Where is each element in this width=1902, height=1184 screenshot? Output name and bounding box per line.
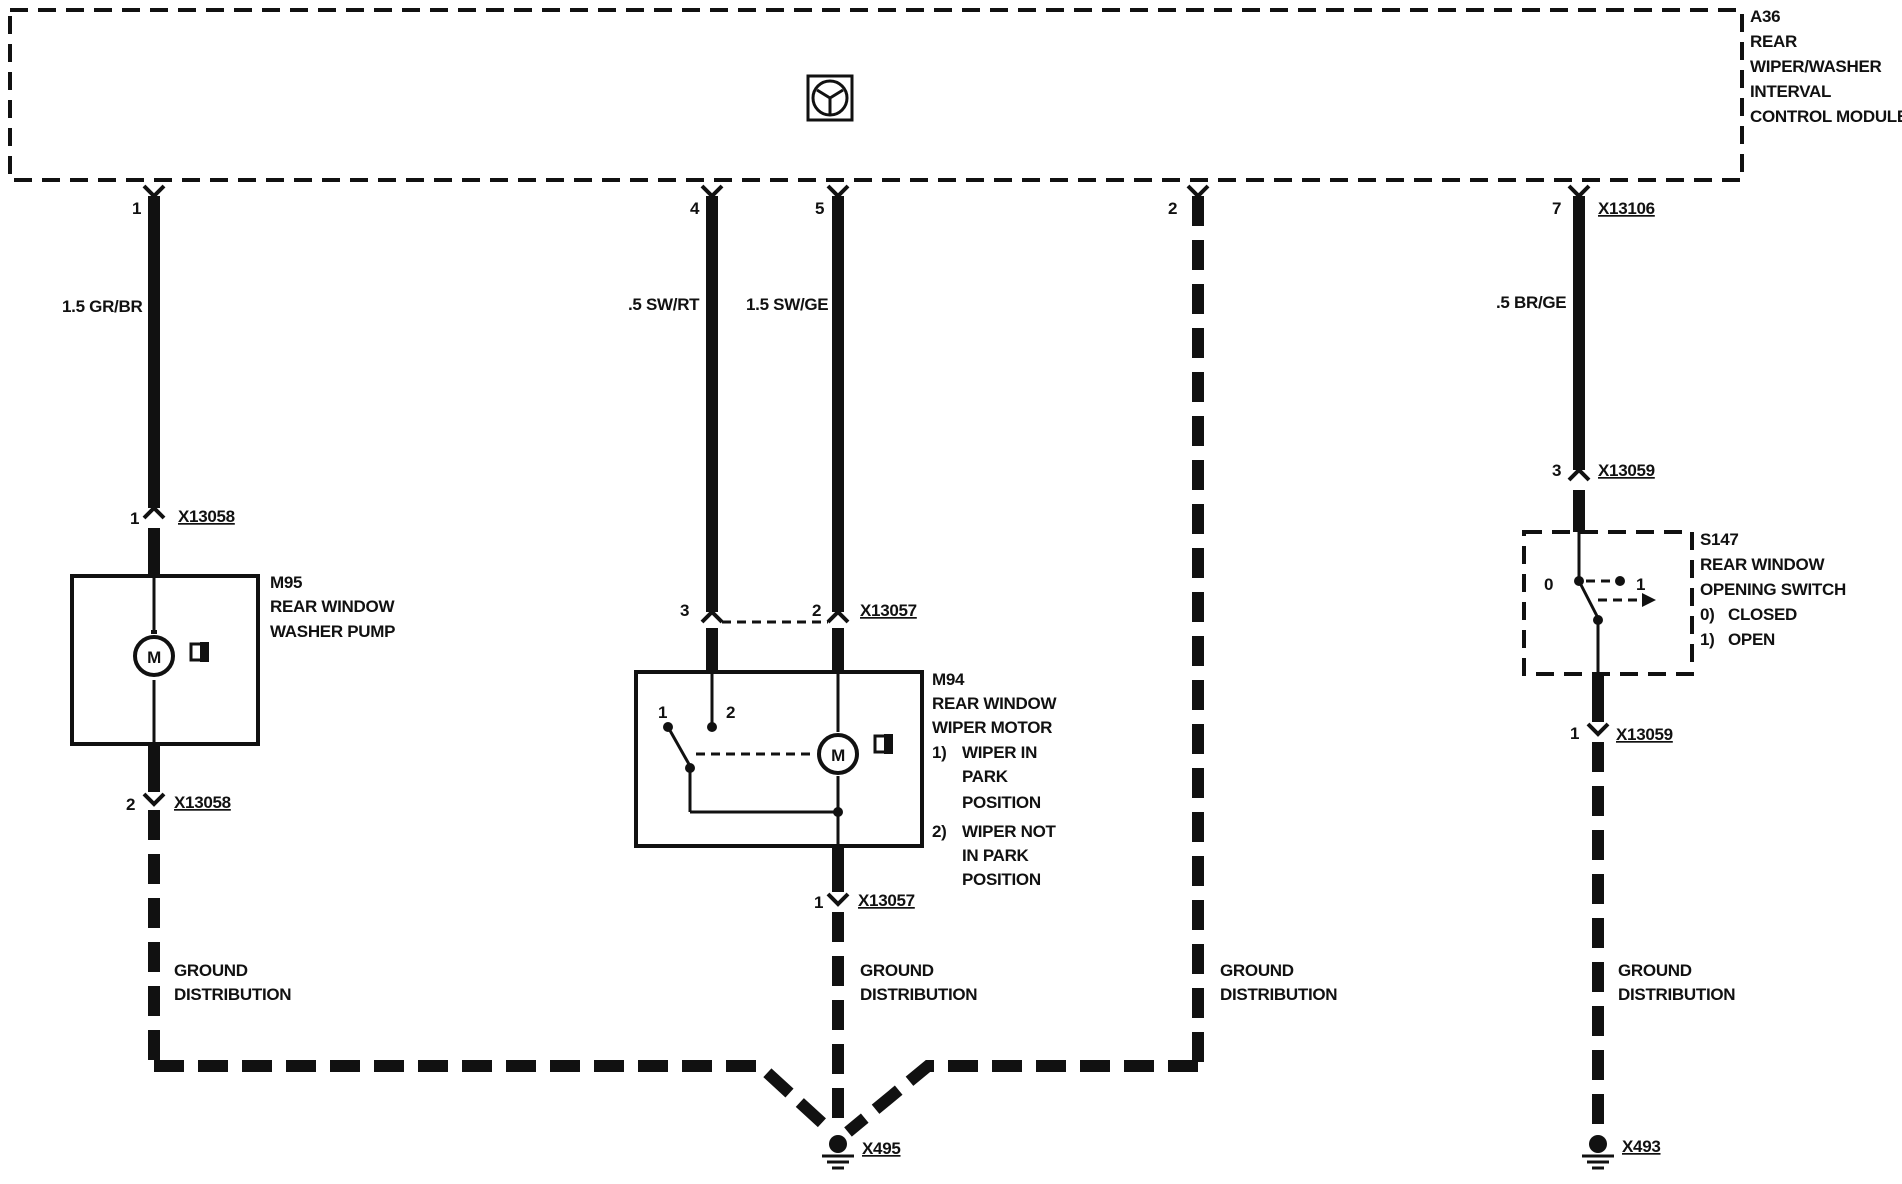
note-line: IN PARK [962, 846, 1030, 865]
ground-distribution-label: DISTRIBUTION [860, 985, 977, 1004]
switch-state-number: 1) [1700, 630, 1715, 649]
ground-distribution-label: DISTRIBUTION [174, 985, 291, 1004]
ground-distribution-label: GROUND [1220, 961, 1294, 980]
pin-number: 3 [680, 601, 689, 620]
module-name-line: CONTROL MODULE [1750, 107, 1902, 126]
pin-number: 2 [812, 601, 821, 620]
control-module-a36: A36 REAR WIPER/WASHER INTERVAL CONTROL M… [8, 7, 1902, 182]
wire-motor-feeds [700, 196, 850, 672]
switch-name-line: REAR WINDOW [1700, 555, 1825, 574]
wire-label: .5 SW/RT [628, 295, 700, 314]
ground-label: X495 [862, 1139, 901, 1158]
pin-number: 1 [1570, 724, 1579, 743]
steering-wheel-icon [806, 74, 854, 122]
ground-distribution-label: GROUND [1618, 961, 1692, 980]
switch-arrow-icon [1642, 593, 1656, 607]
connector-label: X13058 [178, 507, 235, 526]
note-line: POSITION [962, 870, 1041, 889]
wire-pump-feed [142, 196, 166, 576]
pin-number: 2 [1168, 199, 1177, 218]
wiper-motor-icon [817, 733, 859, 775]
wiper-motor-name-line: REAR WINDOW [932, 694, 1057, 713]
washer-pump-outline [70, 574, 260, 746]
pump-motor-icon [133, 635, 175, 677]
wire-pump-ground [142, 744, 166, 1066]
ground-distribution-label: GROUND [860, 961, 934, 980]
note-number: 2) [932, 822, 947, 841]
module-name-line: INTERVAL [1750, 82, 1831, 101]
wire-switch-ground [1586, 674, 1610, 1132]
wiper-contact-label: 1 [658, 703, 667, 722]
switch-name-line: OPENING SWITCH [1700, 580, 1846, 599]
pin-number: 4 [690, 199, 700, 218]
connector-label: X13057 [858, 891, 915, 910]
ground-icon [1582, 1135, 1614, 1170]
note-line: WIPER IN [962, 743, 1037, 762]
ground-icon [822, 1135, 854, 1170]
wiper-motor-name-line: WIPER MOTOR [932, 718, 1052, 737]
note-line: POSITION [962, 793, 1041, 812]
connector-label: X13057 [860, 601, 917, 620]
pin-number: 3 [1552, 461, 1561, 480]
switch-id: S147 [1700, 530, 1739, 549]
wiper-symbol-icon [873, 734, 893, 754]
module-id: A36 [1750, 7, 1780, 26]
pump-name-line: WASHER PUMP [270, 622, 395, 641]
ground-distribution-label: DISTRIBUTION [1618, 985, 1735, 1004]
connector-label: X13059 [1616, 725, 1673, 744]
pin-number: 1 [132, 199, 141, 218]
switch-outline [1522, 530, 1694, 676]
pump-symbol-icon [189, 642, 209, 662]
module-name-line: WIPER/WASHER [1750, 57, 1881, 76]
wire-motor-ground [826, 846, 850, 1132]
wire-label: 1.5 SW/GE [746, 295, 828, 314]
note-line: WIPER NOT [962, 822, 1057, 841]
washer-pump-m95: M M95 REAR WINDOW WASHER PUMP [70, 573, 396, 746]
ground-label: X493 [1622, 1137, 1661, 1156]
pin-number: 2 [126, 795, 135, 814]
ground-distribution-label: DISTRIBUTION [1220, 985, 1337, 1004]
note-line: PARK [962, 767, 1009, 786]
pin-number: 1 [814, 893, 823, 912]
pump-id: M95 [270, 573, 302, 592]
wire-switch-feed [1567, 196, 1591, 532]
wiper-motor-m94: M 1 2 M94 REAR WINDOW WIPER MOTOR 1) WIP… [634, 670, 1058, 889]
ground-bus [154, 1060, 1198, 1137]
switch-position-label: 1 [1636, 575, 1645, 594]
note-number: 1) [932, 743, 947, 762]
ground-distribution-label: GROUND [174, 961, 248, 980]
switch-state-label: CLOSED [1728, 605, 1797, 624]
wiper-motor-outline [634, 670, 924, 848]
wiper-motor-letter: M [831, 746, 845, 765]
connector-label: X13106 [1598, 199, 1655, 218]
module-pin-notches [142, 184, 1591, 199]
pin-number: 5 [815, 199, 824, 218]
pin-number: 7 [1552, 199, 1561, 218]
module-name-line: REAR [1750, 32, 1797, 51]
wire-label: .5 BR/GE [1496, 293, 1566, 312]
pin-number: 1 [130, 509, 139, 528]
switch-state-number: 0) [1700, 605, 1715, 624]
control-module-outline [8, 8, 1744, 182]
pump-motor-letter: M [147, 648, 161, 667]
pump-name-line: REAR WINDOW [270, 597, 395, 616]
connector-label: X13058 [174, 793, 231, 812]
connector-label: X13059 [1598, 461, 1655, 480]
wiper-contact-label: 2 [726, 703, 735, 722]
wire-label: 1.5 GR/BR [62, 297, 142, 316]
opening-switch-s147: 0 1 S147 REAR WINDOW OPENING SWITCH 0) C… [1522, 530, 1846, 676]
switch-position-label: 0 [1544, 575, 1553, 594]
wiper-motor-id: M94 [932, 670, 965, 689]
switch-state-label: OPEN [1728, 630, 1775, 649]
